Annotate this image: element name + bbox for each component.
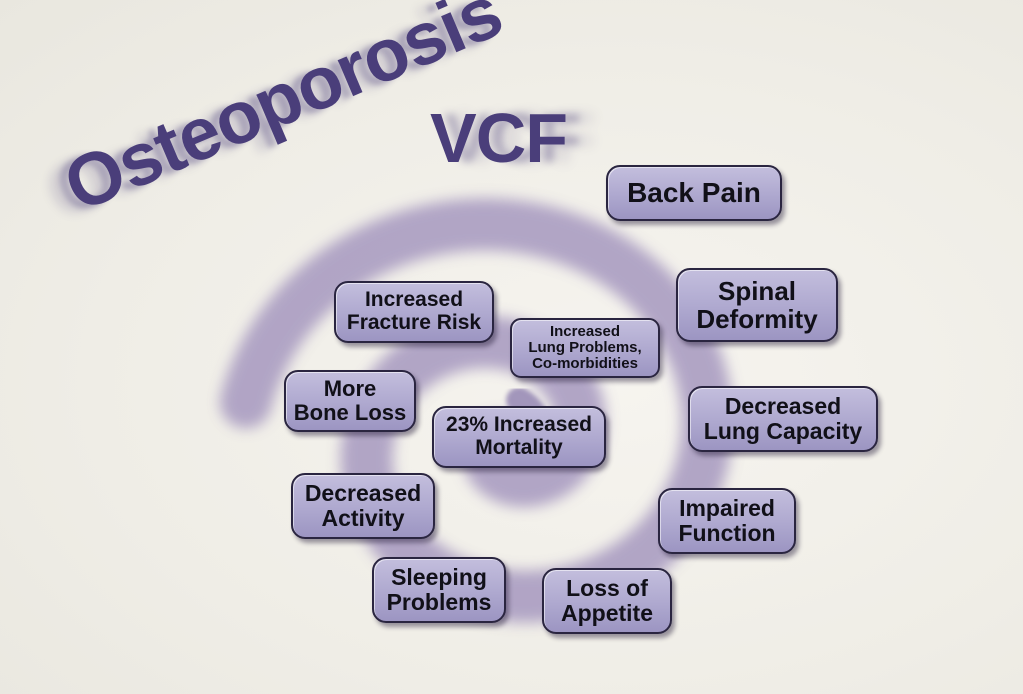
node-line: Bone Loss bbox=[293, 400, 407, 425]
node-line: Decreased bbox=[304, 480, 422, 507]
node-line: Loss of bbox=[566, 575, 648, 602]
node-line: Function bbox=[678, 520, 776, 546]
node-sleeping-problems: Sleeping Problems bbox=[372, 557, 506, 623]
node-loss-of-appetite: Loss of Appetite bbox=[542, 568, 672, 634]
node-line: Impaired bbox=[679, 495, 775, 522]
node-back-pain: Back Pain bbox=[606, 165, 782, 221]
node-line: Activity bbox=[321, 505, 405, 531]
node-line: Lung Capacity bbox=[703, 418, 863, 444]
node-line: Decreased bbox=[724, 393, 842, 420]
node-line: Spinal bbox=[717, 275, 796, 306]
node-line: Increased bbox=[549, 322, 621, 340]
node-line: Sleeping bbox=[391, 564, 487, 591]
node-increased-lung-problems: Increased Lung Problems, Co-morbidities bbox=[510, 318, 660, 378]
node-decreased-activity: Decreased Activity bbox=[291, 473, 435, 539]
node-line: Increased bbox=[364, 288, 464, 312]
node-line: Co-morbidities bbox=[532, 355, 638, 373]
node-increased-fracture-risk: Increased Fracture Risk bbox=[334, 281, 494, 343]
node-line: Problems bbox=[386, 589, 492, 615]
title-vcf: VCF bbox=[430, 98, 568, 178]
node-line: Fracture Risk bbox=[346, 311, 482, 334]
node-line: Mortality bbox=[475, 436, 563, 459]
node-line: Lung Problems, bbox=[528, 338, 642, 356]
node-spinal-deformity: Spinal Deformity bbox=[676, 268, 838, 342]
node-line: Deformity bbox=[696, 304, 818, 334]
title-line-2: VCF bbox=[430, 99, 568, 177]
node-line: 23% Increased bbox=[446, 413, 592, 437]
node-line: More bbox=[323, 376, 377, 402]
node-decreased-lung-capacity: Decreased Lung Capacity bbox=[688, 386, 878, 452]
node-more-bone-loss: More Bone Loss bbox=[284, 370, 416, 432]
node-increased-mortality: 23% Increased Mortality bbox=[432, 406, 606, 468]
node-impaired-function: Impaired Function bbox=[658, 488, 796, 554]
node-line: Back Pain bbox=[627, 176, 761, 208]
node-line: Appetite bbox=[561, 600, 653, 626]
